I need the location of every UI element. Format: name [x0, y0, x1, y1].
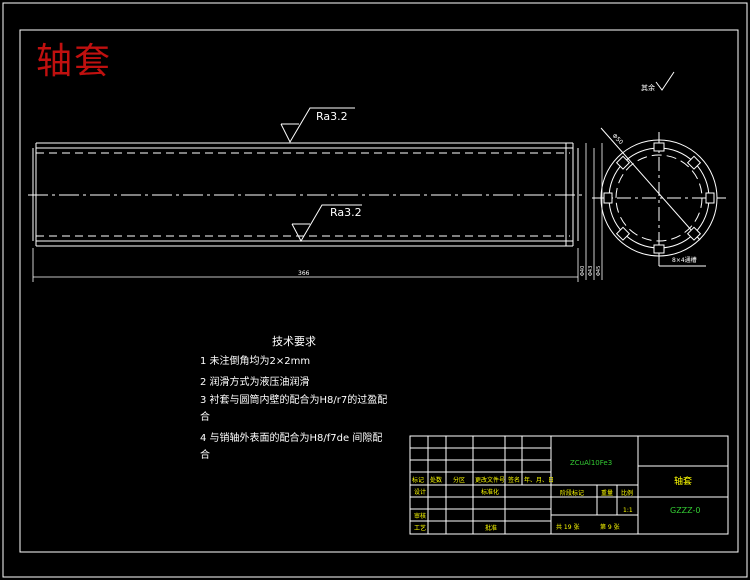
title-block	[409, 435, 729, 535]
tb-approve: 批准	[485, 524, 497, 532]
tb-design: 设计	[414, 488, 426, 496]
side-dimensions	[585, 143, 603, 280]
tb-sheet: 第 9 张	[600, 523, 620, 531]
sleeve-view	[28, 142, 586, 247]
slot-note-label: 8×4通槽	[672, 256, 697, 264]
side-dim-2: Φ43	[588, 266, 594, 276]
roughness-mid-label: Ra3.2	[330, 206, 362, 219]
slot-notches	[603, 142, 715, 254]
side-dim-1: Φ40	[580, 266, 586, 276]
side-dim-3: Φ45	[596, 266, 602, 276]
tb-row-label-3: 分区	[453, 476, 465, 484]
tech-requirement-item: 合	[200, 412, 210, 423]
tech-requirement-item: 4 与销轴外表面的配合为H8/f7de 间隙配	[200, 433, 383, 444]
length-dimension	[32, 248, 579, 282]
roughness-symbol-top	[280, 107, 355, 144]
tb-scale: 1:1	[623, 507, 633, 514]
length-dim-label: 366	[298, 270, 310, 277]
tb-weight: 重量	[601, 489, 613, 497]
tb-part-name: 轴套	[674, 475, 692, 487]
tb-row-label-6: 年、月、日	[524, 476, 554, 484]
surface-mark-label: 其余	[641, 83, 655, 92]
tech-requirement-item: 3 衬套与圆筒内壁的配合为H8/r7的过盈配	[200, 395, 388, 406]
tb-row-label-1: 标记	[412, 476, 424, 484]
tb-scale-label: 比例	[621, 489, 633, 497]
roughness-symbol-mid	[291, 204, 362, 243]
tb-standard: 标准化	[481, 488, 499, 496]
tb-material: ZCuAl10Fe3	[570, 459, 612, 467]
drawing-title: 轴套	[36, 41, 113, 82]
tb-sheets: 共 19 张	[556, 523, 579, 531]
tb-row-label-5: 签名	[508, 476, 520, 484]
surface-mark-icon	[655, 71, 675, 91]
tech-requirements-title: 技术要求	[272, 335, 316, 348]
roughness-top-label: Ra3.2	[316, 110, 348, 123]
tb-review: 审核	[414, 512, 426, 520]
tech-requirement-item: 2 润滑方式为液压油润滑	[200, 377, 310, 388]
tb-process: 工艺	[414, 524, 426, 532]
tech-requirement-item: 1 未注倒角均为2×2mm	[200, 356, 311, 367]
tb-row-label-4: 更改文件号	[475, 476, 505, 484]
tb-row-label-2: 处数	[430, 476, 442, 484]
tb-drawing-no: GZZZ-0	[670, 506, 700, 515]
tb-stage-mark: 阶段标记	[560, 489, 584, 497]
chamfer-dim-label: Φ50	[611, 132, 625, 146]
inner-border	[19, 29, 739, 553]
tech-requirement-item: 合	[200, 450, 210, 461]
